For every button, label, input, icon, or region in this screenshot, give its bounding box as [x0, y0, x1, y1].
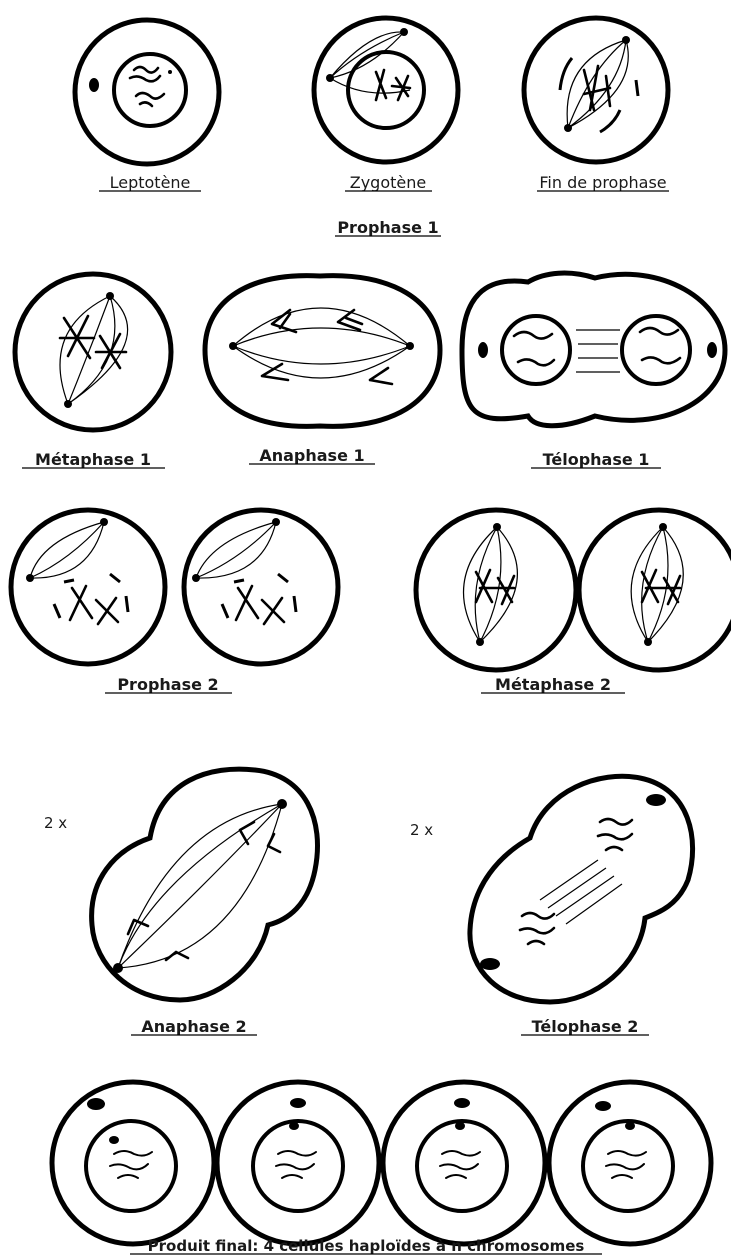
label-telophase-1: Télophase 1 [543, 450, 650, 469]
cell-anaphase-2 [92, 769, 318, 1000]
label-anaphase-1: Anaphase 1 [259, 446, 364, 465]
cell-anaphase-1 [205, 276, 440, 427]
label-prophase-2: Prophase 2 [117, 675, 218, 694]
cell-prophase-2-b [184, 510, 338, 664]
cell-final-1 [52, 1082, 214, 1244]
cell-final-2 [217, 1082, 379, 1244]
label-metaphase-1: Métaphase 1 [35, 450, 151, 469]
label-prophase-1: Prophase 1 [337, 218, 438, 237]
label-metaphase-2: Métaphase 2 [495, 675, 611, 694]
cell-metaphase-1 [15, 274, 171, 430]
cell-final-3 [383, 1082, 545, 1244]
cell-zygotene [314, 18, 458, 162]
label-telophase-2: Télophase 2 [532, 1017, 639, 1036]
cell-final-4 [549, 1082, 711, 1244]
cell-telophase-2 [470, 776, 693, 1002]
label-final-product: Produit final: 4 cellules haploïdes à n … [148, 1237, 585, 1255]
multiplier-telophase-2: 2 x [410, 821, 433, 839]
cell-metaphase-2-b [579, 510, 731, 670]
label-fin-prophase: Fin de prophase [539, 173, 666, 192]
cell-fin-prophase [524, 18, 668, 162]
label-anaphase-2: Anaphase 2 [141, 1017, 246, 1036]
cell-leptotene [75, 20, 219, 164]
cell-metaphase-2-a [416, 510, 576, 670]
label-zygotene: Zygotène [350, 173, 426, 192]
cell-telophase-1 [462, 273, 725, 426]
label-leptotene: Leptotène [110, 173, 191, 192]
multiplier-anaphase-2: 2 x [44, 814, 67, 832]
cell-prophase-2-a [11, 510, 165, 664]
